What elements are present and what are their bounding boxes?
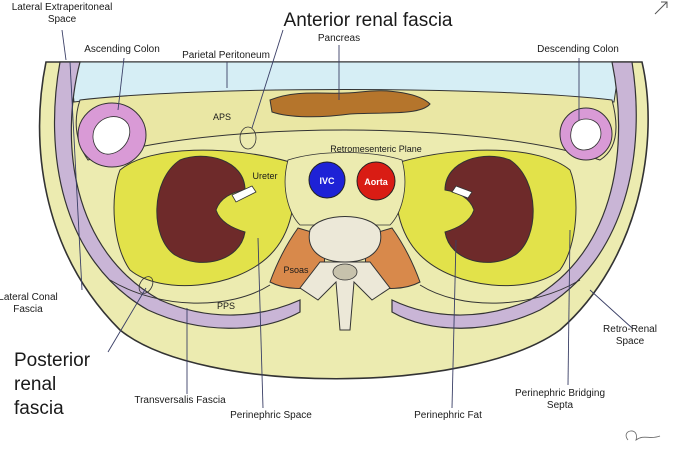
descending-colon-lumen (570, 118, 602, 151)
label-descending-colon: Descending Colon (537, 44, 619, 55)
label-aorta: Aorta (364, 177, 388, 187)
label-lateral-extraperitoneal-space: Lateral Extraperitoneal (12, 2, 113, 13)
label-perinephric-space: Perinephric Space (230, 410, 312, 421)
vertebral-arch (299, 261, 391, 331)
label-pancreas: Pancreas (318, 33, 360, 44)
label-pps: PPS (217, 301, 235, 311)
label-posterior-renal-fascia-3: fascia (14, 398, 64, 419)
posterior-renal-fascia-line (109, 279, 271, 304)
signature-mark (625, 430, 661, 442)
label-retro-renal-space-2: Space (616, 336, 645, 347)
label-parietal-peritoneum: Parietal Peritoneum (182, 50, 270, 61)
left-abdominal-wall (53, 61, 301, 329)
right-kidney (156, 155, 246, 263)
spinal-canal (332, 263, 358, 281)
label-psoas: Psoas (283, 265, 309, 275)
label-lateral-conal-fascia-2: Fascia (13, 304, 43, 315)
label-ureter: Ureter (252, 171, 277, 181)
aorta (356, 161, 396, 201)
label-aps: APS (213, 112, 231, 122)
pancreas (269, 90, 431, 118)
lateral-conal-marker (138, 276, 154, 294)
label-perinephric-bridging-septa: Perinephric Bridging (515, 388, 605, 399)
ivc (308, 161, 346, 199)
right-abdominal-wall (391, 61, 637, 329)
label-lateral-conal-fascia: Lateral Conal (0, 292, 58, 303)
left-ureter (451, 185, 473, 199)
label-ascending-colon: Ascending Colon (84, 44, 160, 55)
label-perinephric-fat: Perinephric Fat (414, 410, 482, 421)
label-retromesenteric-plane: Retromesenteric Plane (330, 144, 422, 154)
label-lateral-extraperitoneal-space-2: Space (48, 14, 77, 25)
expand-icon[interactable] (654, 1, 668, 15)
label-posterior-renal-fascia: Posterior (14, 350, 91, 371)
anterior-renal-fascia-marker (239, 126, 257, 150)
label-retro-renal-space: Retro-Renal (603, 324, 657, 335)
label-ivc: IVC (319, 176, 335, 186)
label-anterior-renal-fascia: Anterior renal fascia (284, 10, 453, 31)
left-kidney (444, 155, 534, 263)
right-ureter (231, 185, 257, 203)
vertebral-body (308, 216, 382, 263)
label-perinephric-bridging-septa-2: Septa (547, 400, 574, 411)
posterior-renal-fascia-line-right (419, 279, 581, 304)
label-transversalis-fascia: Transversalis Fascia (134, 395, 226, 406)
ascending-colon-lumen (92, 116, 131, 155)
label-posterior-renal-fascia-2: renal (14, 374, 56, 395)
